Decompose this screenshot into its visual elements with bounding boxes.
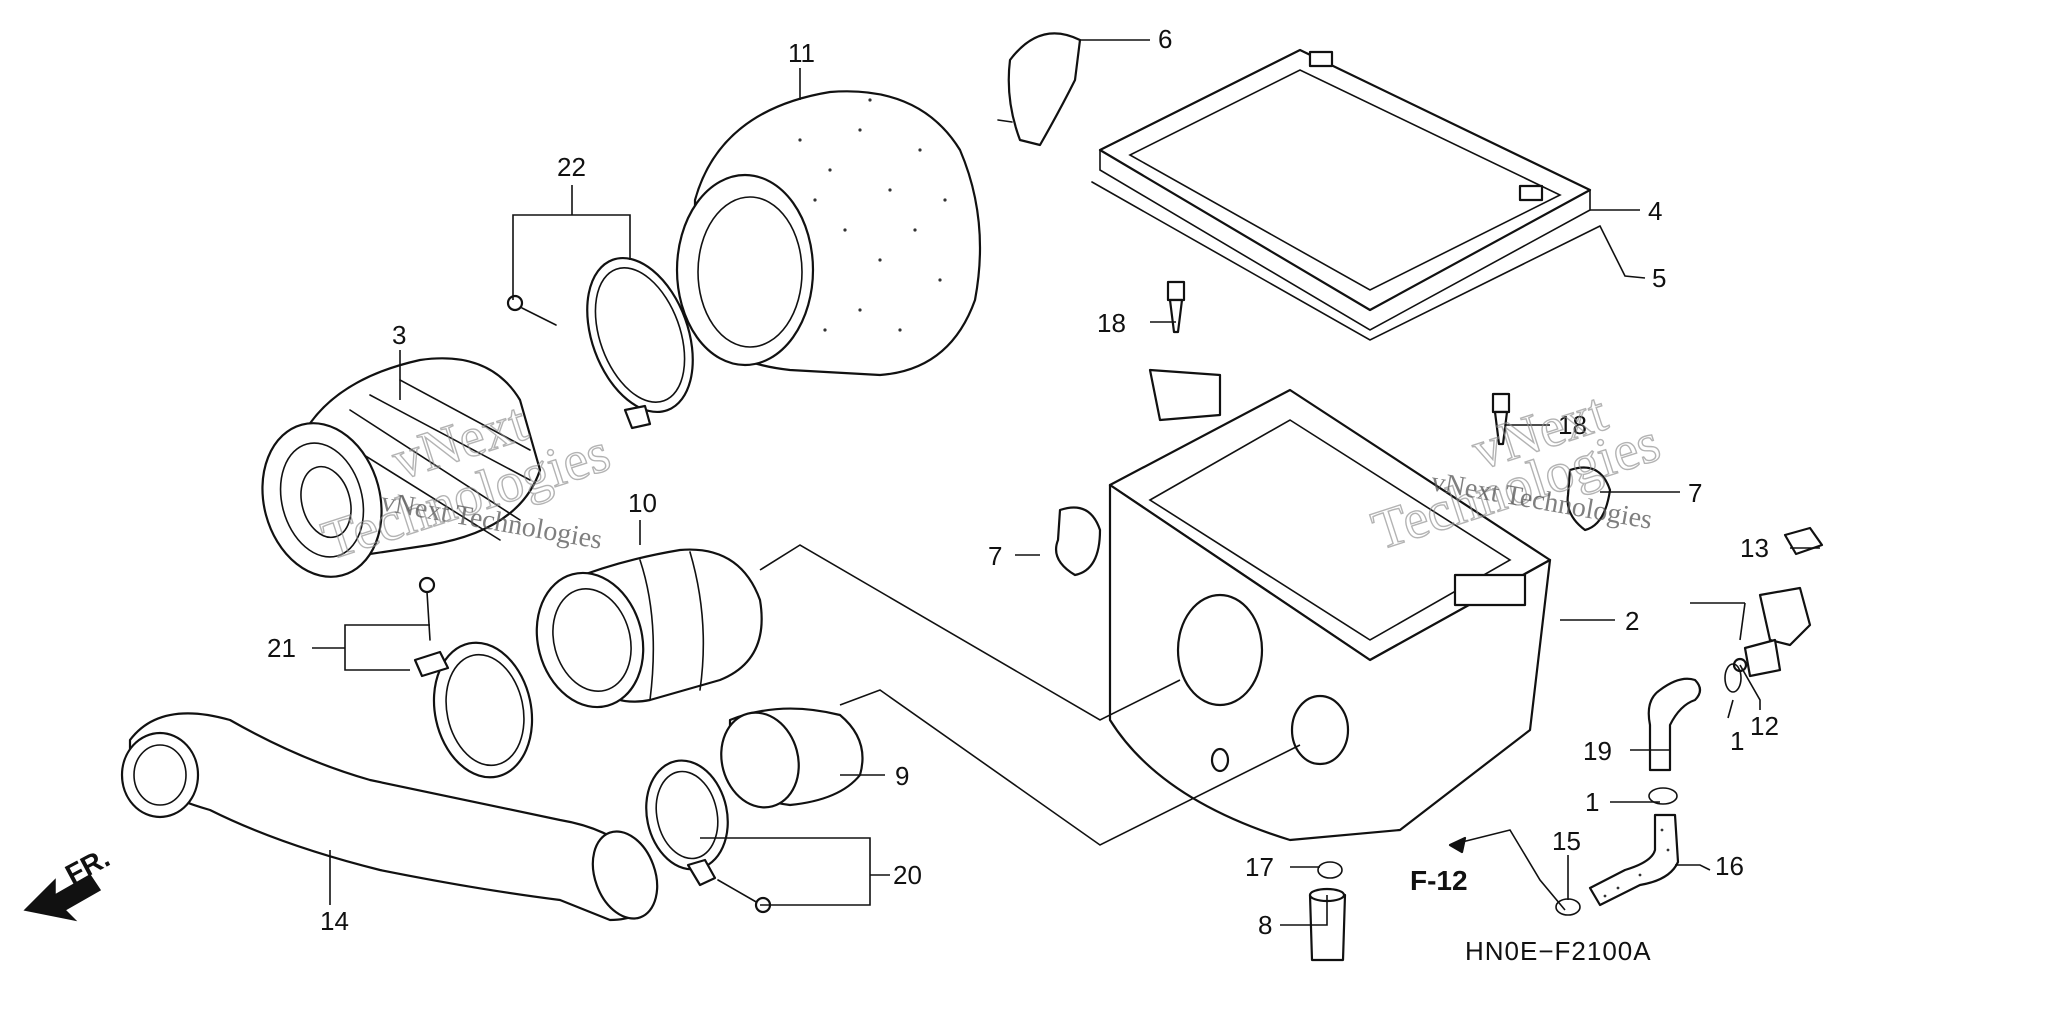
callout-17: 17	[1245, 852, 1274, 882]
part-8-tube	[1308, 887, 1347, 962]
callout-20: 20	[893, 860, 922, 890]
part-9-rubber-boot	[720, 707, 864, 809]
callout-5: 5	[1652, 263, 1666, 293]
callout-12: 12	[1750, 711, 1779, 741]
callout-18-lower: 18	[1558, 410, 1587, 440]
part-1-clip-lower	[1648, 787, 1678, 805]
part-7-clip-right	[1566, 466, 1612, 532]
part-17-clip	[1317, 861, 1343, 879]
part-15-clip	[1555, 898, 1581, 916]
callout-14: 14	[320, 906, 349, 936]
callout-18-upper: 18	[1097, 308, 1126, 338]
callout-2: 2	[1625, 606, 1639, 636]
part-5-gasket	[1091, 181, 1601, 341]
callout-3: 3	[392, 320, 406, 350]
callout-19: 19	[1583, 736, 1612, 766]
callout-1-upper: 1	[1730, 726, 1744, 756]
part-12-drain-plug	[1732, 586, 1812, 678]
part-4-cleaner-cover	[1098, 48, 1592, 331]
callout-9: 9	[895, 761, 909, 791]
callout-11: 11	[788, 38, 815, 68]
part-7-clip-left	[1054, 506, 1102, 577]
callout-8: 8	[1258, 910, 1272, 940]
part-20-clamp	[645, 759, 729, 887]
leader-lines	[312, 39, 1820, 926]
part-21-clamp	[413, 641, 534, 779]
cross-reference-label: F-12	[1410, 865, 1468, 896]
callout-15: 15	[1552, 826, 1581, 856]
part-18-clip-lower	[1491, 392, 1511, 446]
diagram-code: HN0E−F2100A	[1465, 936, 1652, 966]
front-arrow-label: FR.	[60, 842, 114, 891]
part-16-drain-tube	[1588, 813, 1680, 907]
callout-labels: 1 1 2 3 4 5 6 7 7 8 9 10 11 12 13 14 15 …	[267, 24, 1779, 940]
part-2-cleaner-case	[1108, 368, 1552, 842]
callout-13: 13	[1740, 533, 1769, 563]
callout-16: 16	[1715, 851, 1744, 881]
part-6-bracket	[997, 32, 1082, 147]
callout-21: 21	[267, 633, 296, 663]
callout-4: 4	[1648, 196, 1662, 226]
part-18-clip-upper	[1166, 280, 1186, 334]
callout-6: 6	[1158, 24, 1172, 54]
part-3-filter-element	[261, 357, 542, 578]
callout-7-right: 7	[1688, 478, 1702, 508]
part-13-pad	[1783, 526, 1824, 556]
part-21-screw	[418, 576, 436, 641]
part-10-connecting-tube	[535, 548, 763, 709]
part-20-screw	[717, 879, 772, 914]
callout-10: 10	[628, 488, 657, 518]
part-22-screw	[506, 294, 557, 326]
callout-22: 22	[557, 152, 586, 182]
front-direction-arrow: FR.	[23, 842, 115, 922]
part-11-outer-foam-filter	[675, 90, 982, 377]
part-19-elbow-pipe	[1647, 677, 1702, 772]
callout-7-left: 7	[988, 541, 1002, 571]
part-14-intake-duct	[120, 712, 659, 922]
callout-1-lower: 1	[1585, 787, 1599, 817]
part-22-band-clamp	[586, 256, 694, 430]
cross-reference: F-12	[1410, 836, 1468, 896]
part-1-clip-upper	[1724, 663, 1742, 693]
